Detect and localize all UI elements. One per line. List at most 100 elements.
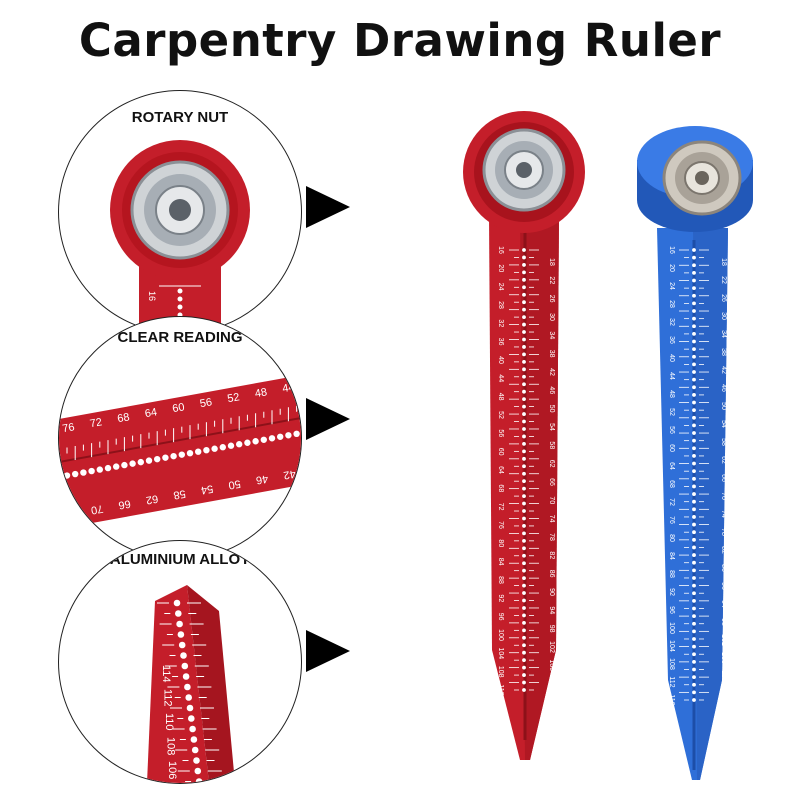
scale-dot [692, 484, 696, 489]
rotary-nut-callout: 16 ROTARY NUT [58, 90, 302, 334]
scale-number-left: 48 [497, 393, 504, 401]
scale-dot [173, 599, 181, 607]
scale-dot [692, 598, 696, 603]
scale-dot [104, 464, 112, 472]
scale-number-right: 58 [548, 441, 555, 449]
scale-number-right: 74 [548, 515, 555, 523]
scale-dot [193, 757, 200, 764]
scale-number-lower: 62 [145, 492, 159, 506]
scale-number-right: 102 [720, 634, 727, 646]
scale-number-left: 72 [668, 498, 675, 506]
scale-number-right: 18 [720, 258, 727, 266]
scale-number-right: 22 [548, 276, 555, 284]
scale-number-right: 90 [548, 588, 555, 596]
scale-dot [236, 441, 243, 448]
scale-dot [522, 441, 526, 446]
scale-dot [522, 315, 526, 320]
scale-dot [692, 644, 696, 649]
scale-dot [692, 667, 696, 672]
scale-dot [522, 673, 526, 677]
scale-number-lower: 50 [227, 477, 241, 491]
scale-dot [692, 339, 696, 344]
scale-dot [692, 309, 696, 313]
scale-number-right: 78 [548, 533, 555, 541]
scale-dot [692, 637, 696, 641]
scale-dot [692, 492, 696, 496]
scale-dot [522, 591, 526, 595]
scale-dot [63, 472, 71, 479]
scale-number-right: 46 [720, 384, 727, 392]
scale-number-right: 38 [720, 348, 727, 356]
scale-dot [522, 330, 526, 334]
scale-number-right: 98 [720, 618, 727, 626]
scale-number-left: 32 [497, 319, 504, 327]
scale-dot [522, 374, 526, 379]
scale-dot [522, 389, 526, 394]
scale-dot [522, 322, 526, 327]
scale-dot [522, 628, 526, 633]
scale-dot [189, 725, 196, 733]
scale-number-left: 52 [668, 408, 675, 416]
scale-dot [190, 736, 198, 743]
scale-dot [692, 301, 696, 306]
scale-dot [522, 643, 526, 648]
scale-number-left: 40 [497, 356, 504, 364]
scale-dot [692, 354, 696, 359]
scale-number-left: 44 [497, 374, 504, 382]
scale-number-upper: 72 [89, 416, 103, 430]
pointer-arrow-1 [306, 186, 350, 228]
scale-number-lower: 74 [62, 507, 76, 521]
scale-dot [692, 255, 696, 260]
scale-dot [268, 435, 276, 442]
scale-dot [522, 524, 526, 528]
scale-number-left: 92 [668, 588, 675, 596]
scale-dot [522, 479, 526, 484]
scale-number-right: 42 [548, 368, 555, 376]
scale-dot [522, 412, 526, 416]
scale-number-left: 52 [497, 411, 504, 419]
scale-dot [522, 531, 526, 536]
scale-dot [692, 659, 696, 664]
scale-number-left: 100 [497, 629, 504, 641]
scale-dot [692, 522, 696, 527]
scale-dot [692, 698, 696, 702]
blue-ruler: 1620242832364044485256606468727680848892… [637, 126, 753, 780]
scale-number-left: 36 [668, 336, 675, 344]
scale-dot [692, 530, 696, 535]
scale-dot [692, 515, 696, 519]
scale-number-right: 30 [548, 313, 555, 321]
scale-number-upper: 68 [116, 411, 130, 425]
pointer-arrow-2 [306, 398, 350, 440]
scale-number-right: 26 [548, 295, 555, 303]
scale-dot [522, 665, 526, 670]
scale-dot [692, 385, 696, 390]
scale-number-left: 32 [668, 318, 675, 326]
scale-number-left: 48 [668, 390, 675, 398]
scale-number-left: 84 [497, 558, 504, 566]
scale-number-lower: 70 [90, 502, 104, 516]
scale-dot [277, 433, 284, 440]
scale-dot [522, 359, 526, 364]
scale-dot [692, 423, 696, 428]
scale-number-left: 76 [497, 521, 504, 529]
scale-number-lower: 66 [117, 497, 131, 511]
scale-dot [522, 494, 526, 499]
red-ruler: 1620242832364044485256606468727680848892… [463, 111, 585, 760]
scale-dot [293, 430, 300, 437]
scale-dot [522, 509, 526, 513]
pointer-arrow-3 [306, 630, 350, 672]
scale-number-left: 76 [668, 516, 675, 524]
scale-dot [188, 715, 195, 722]
scale-dot [522, 449, 526, 454]
scale-dot [692, 286, 696, 291]
scale-dot [692, 461, 696, 466]
scale-number-lower: 42 [282, 467, 296, 481]
scale-dot [692, 476, 696, 481]
scale-dot [522, 270, 526, 275]
scale-dot [154, 455, 161, 463]
scale-number-right: 34 [720, 330, 727, 338]
scale-dot [692, 568, 696, 573]
